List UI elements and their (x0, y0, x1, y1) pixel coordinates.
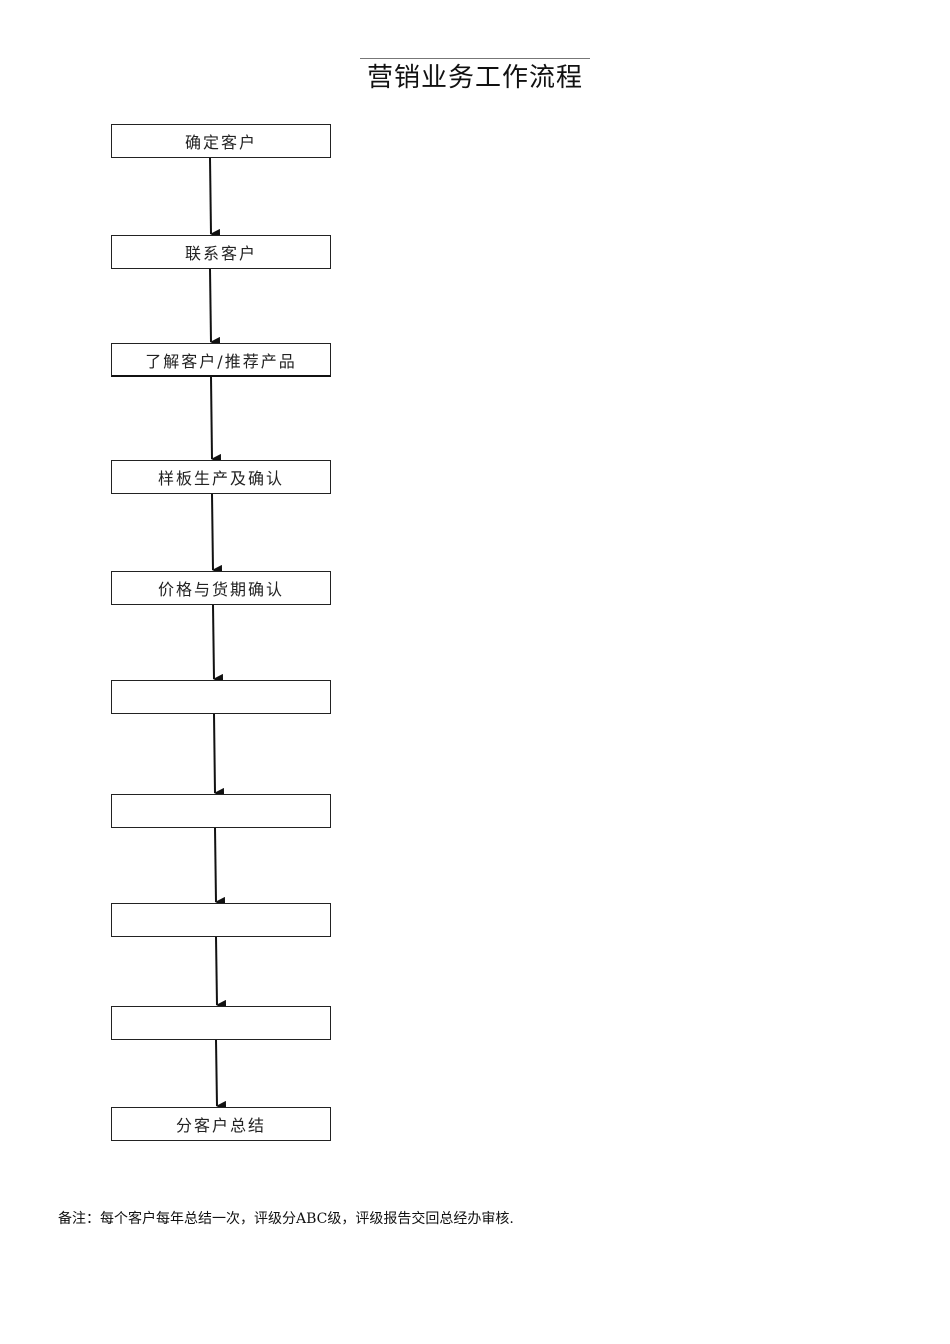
flow-step-label: 样板生产及确认 (157, 469, 284, 488)
flow-step-price-delivery: 价格与货期确认 (111, 571, 331, 605)
flow-arrow (214, 827, 226, 907)
page-title: 营销业务工作流程 (366, 63, 583, 93)
flow-step-blank-6 (111, 680, 331, 714)
footnote: 备注：每个客户每年总结一次，评级分ABC级，评级报告交回总经办审核. (58, 1211, 514, 1227)
flow-step-label: 确定客户 (184, 133, 257, 152)
flow-step-label: 分客户总结 (175, 1116, 266, 1135)
flow-arrow (211, 493, 223, 575)
flow-step-understand-recommend: 了解客户/推荐产品 (111, 343, 331, 377)
flow-step-label: 了解客户/推荐产品 (145, 351, 297, 371)
flow-arrow (215, 1039, 227, 1111)
flow-step-sample-production: 样板生产及确认 (111, 460, 331, 494)
flow-arrow (215, 936, 227, 1010)
flow-step-blank-7 (111, 794, 331, 828)
flow-step-identify-customer: 确定客户 (111, 124, 331, 158)
flow-arrow (213, 713, 225, 798)
flow-arrow (209, 157, 221, 239)
flow-step-label: 联系客户 (184, 244, 257, 263)
flow-step-blank-8 (111, 903, 331, 937)
flow-step-label: 价格与货期确认 (157, 580, 284, 599)
title-underline (360, 58, 590, 59)
flow-arrow (210, 376, 222, 464)
flow-arrow (212, 604, 224, 684)
flow-step-contact-customer: 联系客户 (111, 235, 331, 269)
flow-step-customer-summary: 分客户总结 (111, 1107, 331, 1141)
flow-step-blank-9 (111, 1006, 331, 1040)
flow-arrow (209, 268, 221, 347)
